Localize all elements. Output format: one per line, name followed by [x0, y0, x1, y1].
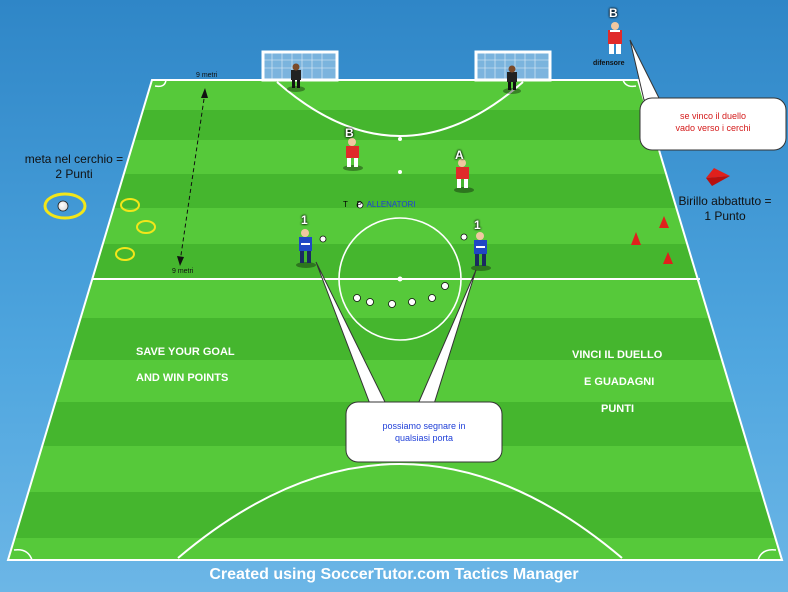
player-red-b — [343, 138, 363, 171]
footer-credit: Created using SoccerTutor.com Tactics Ma… — [209, 566, 579, 583]
distance-line — [179, 91, 206, 263]
target-circle-rule: meta nel cerchio = 2 Punti — [24, 152, 124, 181]
legend-cone-icon — [706, 168, 730, 186]
defender-speech-bubble — [639, 97, 787, 151]
player-defender — [608, 22, 622, 54]
pitch-spots — [397, 137, 403, 282]
defender-bubble-text: se vinco il duello vado verso i cerchi — [675, 111, 751, 133]
distance-arrow-bottom — [177, 256, 184, 266]
pitch-text-right-3: PUNTI — [601, 403, 634, 415]
logo-ball-icon — [356, 201, 364, 209]
legend-ball-icon — [57, 200, 69, 212]
pitch-text-right-2: E GUADAGNI — [584, 376, 655, 388]
target-circles — [115, 198, 156, 261]
legend-target-circle — [43, 192, 87, 220]
center-bubble-text: possiamo segnare in qualsiasi porta — [382, 421, 466, 443]
pitch-text-right-1: VINCI IL DUELLO — [572, 349, 663, 361]
player-defender-caption: difensore — [593, 60, 625, 67]
player-red-a-label: A — [455, 148, 464, 162]
player-red-a — [454, 159, 474, 193]
pitch-text-left-2: AND WIN POINTS — [136, 372, 229, 384]
player-blue-right — [471, 232, 491, 271]
goalkeeper-right — [503, 65, 521, 94]
pitch-text-left-1: SAVE YOUR GOAL — [136, 346, 235, 358]
center-speech-bubble — [345, 401, 503, 463]
cone-rule: Birillo abbattuto = 1 Punto — [678, 194, 772, 223]
player-blue-left — [296, 229, 316, 268]
distance-arrow-top — [201, 88, 208, 98]
cones — [631, 216, 673, 264]
player-blue-right-label: 1 — [474, 218, 481, 232]
ball-stack — [319, 233, 468, 308]
player-defender-label: B — [609, 6, 618, 20]
player-blue-left-label: 1 — [301, 213, 308, 227]
watermark-logo: T P ALLENATORI — [343, 200, 416, 209]
goalkeeper-left — [287, 63, 305, 92]
player-red-b-label: B — [345, 126, 354, 140]
distance-label-bottom: 9 metri — [172, 268, 194, 275]
distance-label-top: 9 metri — [196, 72, 218, 79]
